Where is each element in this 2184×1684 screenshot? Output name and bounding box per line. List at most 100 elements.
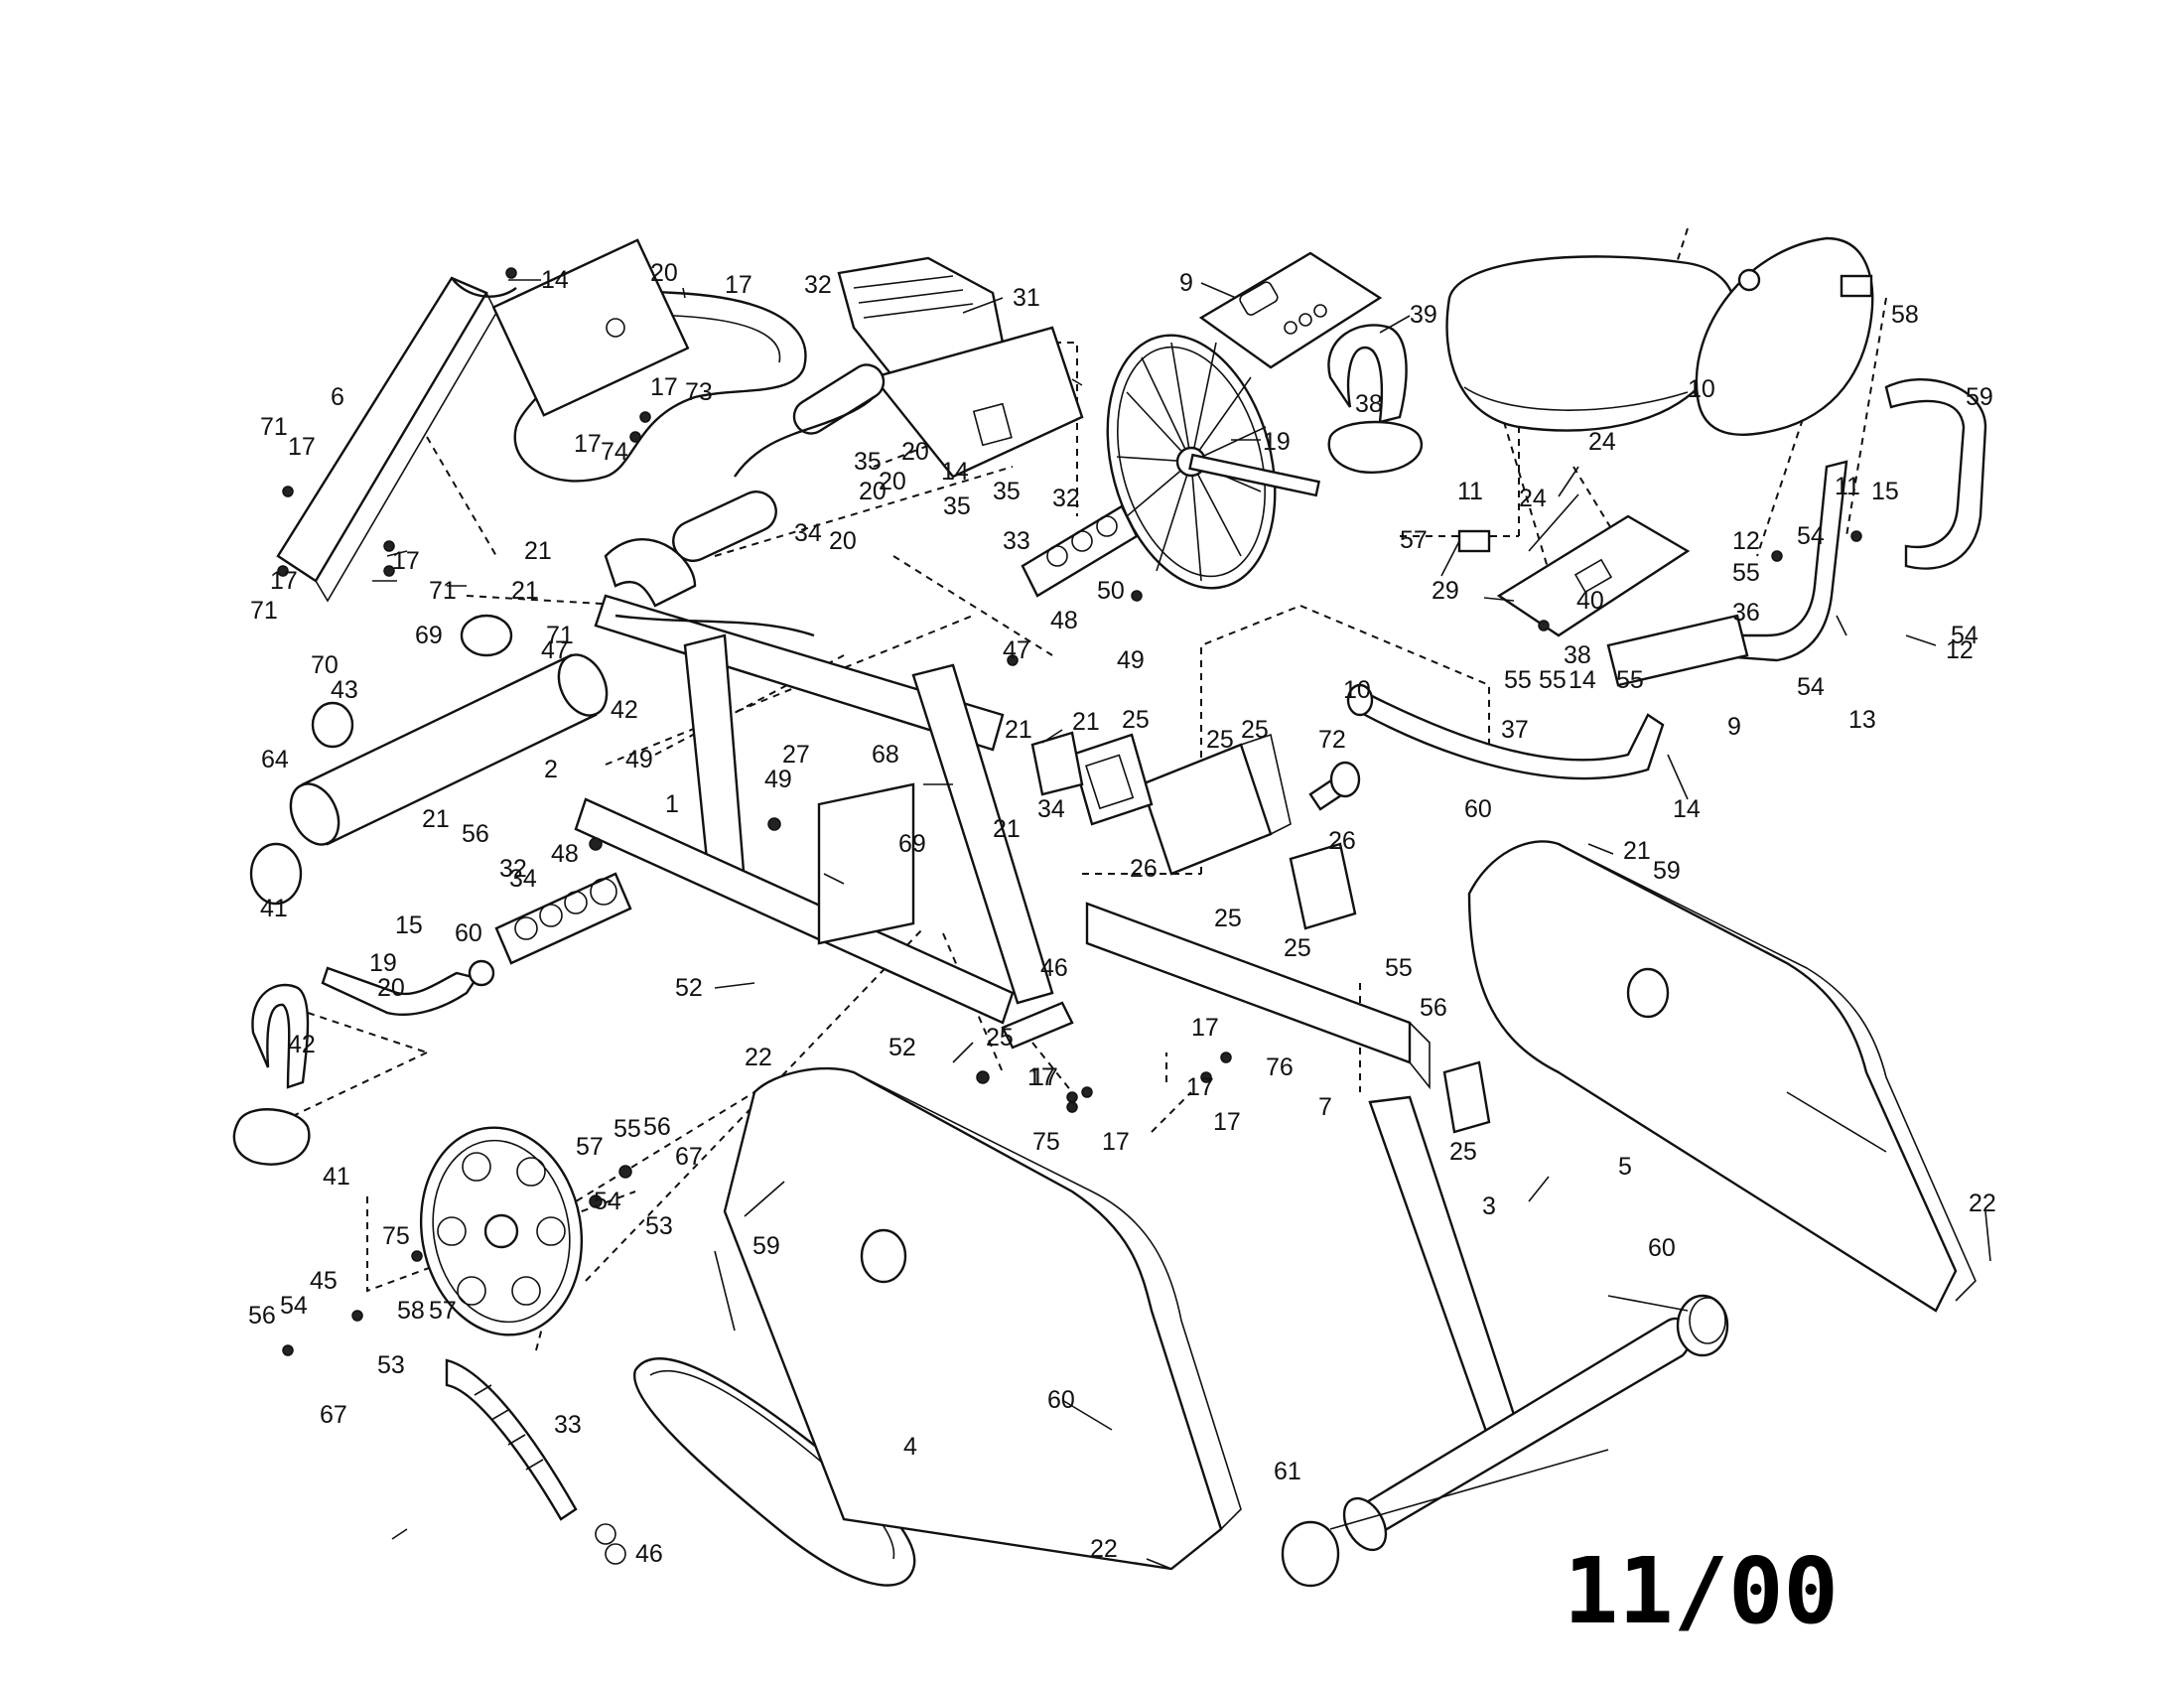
part-label: 21 xyxy=(1623,837,1651,865)
part-label: 56 xyxy=(1420,994,1447,1022)
part-label: 43 xyxy=(331,676,358,704)
part-label: 19 xyxy=(1263,428,1291,456)
main-frame xyxy=(574,537,1054,1025)
part-label: 17 xyxy=(1213,1108,1241,1136)
part-label: 61 xyxy=(1274,1458,1301,1485)
part-label: 39 xyxy=(1410,301,1437,329)
part-label: 20 xyxy=(879,468,906,495)
part-label: 17 xyxy=(1186,1073,1214,1101)
part-label: 74 xyxy=(601,438,628,466)
seat-backrest xyxy=(1695,236,1874,436)
part-label: 32 xyxy=(499,855,527,883)
part-label: 49 xyxy=(1117,646,1145,674)
side-shroud-left xyxy=(723,1066,1242,1571)
part-label: 35 xyxy=(993,478,1021,505)
end-plug-60 xyxy=(1457,274,1873,553)
part-label: 24 xyxy=(1519,485,1547,512)
part-label: 21 xyxy=(511,577,539,605)
part-label: 70 xyxy=(311,651,339,679)
part-label: 31 xyxy=(1013,284,1040,312)
part-label: 29 xyxy=(1432,577,1459,605)
part-label: 10 xyxy=(1688,375,1715,403)
pedal-right xyxy=(1327,324,1424,474)
part-label: 20 xyxy=(377,974,405,1002)
rear-stabilizer xyxy=(1342,1095,1692,1552)
bearing-set-upper xyxy=(1021,504,1139,598)
part-label: 60 xyxy=(455,919,482,947)
part-label: 64 xyxy=(261,746,289,773)
brake-arm xyxy=(445,1358,578,1521)
part-label: 20 xyxy=(829,527,857,555)
part-label: 38 xyxy=(1564,641,1591,669)
drive-pulley xyxy=(419,1126,584,1336)
hardware-fasteners xyxy=(277,411,1862,1565)
part-label: 50 xyxy=(1097,577,1125,605)
part-label: 21 xyxy=(1005,716,1032,744)
part-label: 69 xyxy=(415,622,443,649)
part-label: 73 xyxy=(685,378,713,406)
part-label: 35 xyxy=(854,448,882,476)
part-label: 15 xyxy=(1871,478,1899,505)
part-label: 17 xyxy=(574,430,602,458)
part-label: 57 xyxy=(429,1297,457,1325)
part-label: 40 xyxy=(1576,587,1604,615)
part-label: 21 xyxy=(422,805,450,833)
part-label: 60 xyxy=(1464,795,1492,823)
part-label: 41 xyxy=(260,895,288,922)
seat-handle-front xyxy=(1346,683,1665,780)
part-label: 67 xyxy=(320,1401,347,1429)
part-label: 21 xyxy=(993,815,1021,843)
part-label: 14 xyxy=(941,458,969,486)
part-label: 60 xyxy=(1648,1234,1676,1262)
end-cap-64-top xyxy=(1676,1294,1729,1357)
plate-43 xyxy=(1001,1001,1074,1050)
part-label: 55 xyxy=(1616,666,1644,694)
bracket-67-plate xyxy=(817,782,915,945)
part-label: 48 xyxy=(551,840,579,868)
revision-stamp: 11/00 xyxy=(1564,1538,1839,1644)
seat-frame xyxy=(1606,460,1848,687)
part-label: 17 xyxy=(392,547,420,575)
part-label: 69 xyxy=(898,830,926,858)
part-label: 17 xyxy=(1030,1063,1058,1091)
part-label: 47 xyxy=(541,636,569,664)
part-label: 57 xyxy=(1400,526,1428,554)
part-label: 33 xyxy=(554,1411,582,1439)
part-label: 7 xyxy=(1318,1093,1332,1121)
part-label: 54 xyxy=(1797,673,1825,701)
part-label: 71 xyxy=(250,597,278,625)
part-label: 33 xyxy=(1003,527,1030,555)
block-23 xyxy=(1442,1060,1491,1134)
part-label: 17 xyxy=(288,433,316,461)
part-label: 45 xyxy=(310,1267,338,1295)
part-label: 59 xyxy=(752,1232,780,1260)
part-label: 75 xyxy=(382,1222,410,1250)
part-label: 42 xyxy=(288,1031,316,1058)
part-label: 22 xyxy=(745,1044,772,1071)
end-cap-64-bottom xyxy=(1281,1520,1340,1588)
mount-bracket-11 xyxy=(1140,733,1292,876)
part-label: 26 xyxy=(1130,855,1158,883)
part-label: 71 xyxy=(546,622,574,649)
part-label: 68 xyxy=(872,741,899,769)
part-label: 15 xyxy=(395,912,423,939)
part-label: 76 xyxy=(1266,1053,1294,1081)
part-label: 41 xyxy=(323,1163,350,1191)
part-label: 25 xyxy=(986,1024,1014,1052)
part-label: 35 xyxy=(943,492,971,520)
lower-frame-beam xyxy=(1085,902,1431,1090)
part-label: 2 xyxy=(544,756,558,783)
part-label: 34 xyxy=(794,519,822,547)
part-label: 14 xyxy=(1569,666,1596,694)
part-label: 67 xyxy=(675,1143,703,1171)
part-label: 54 xyxy=(280,1292,308,1320)
part-label: 42 xyxy=(611,696,638,724)
part-label: 17 xyxy=(270,567,298,595)
part-label: 17 xyxy=(650,373,678,401)
part-label: 49 xyxy=(625,746,653,773)
part-label: 5 xyxy=(1618,1153,1632,1181)
block-34 xyxy=(1030,731,1084,796)
part-label: 56 xyxy=(643,1113,671,1141)
part-label: 20 xyxy=(901,438,929,466)
